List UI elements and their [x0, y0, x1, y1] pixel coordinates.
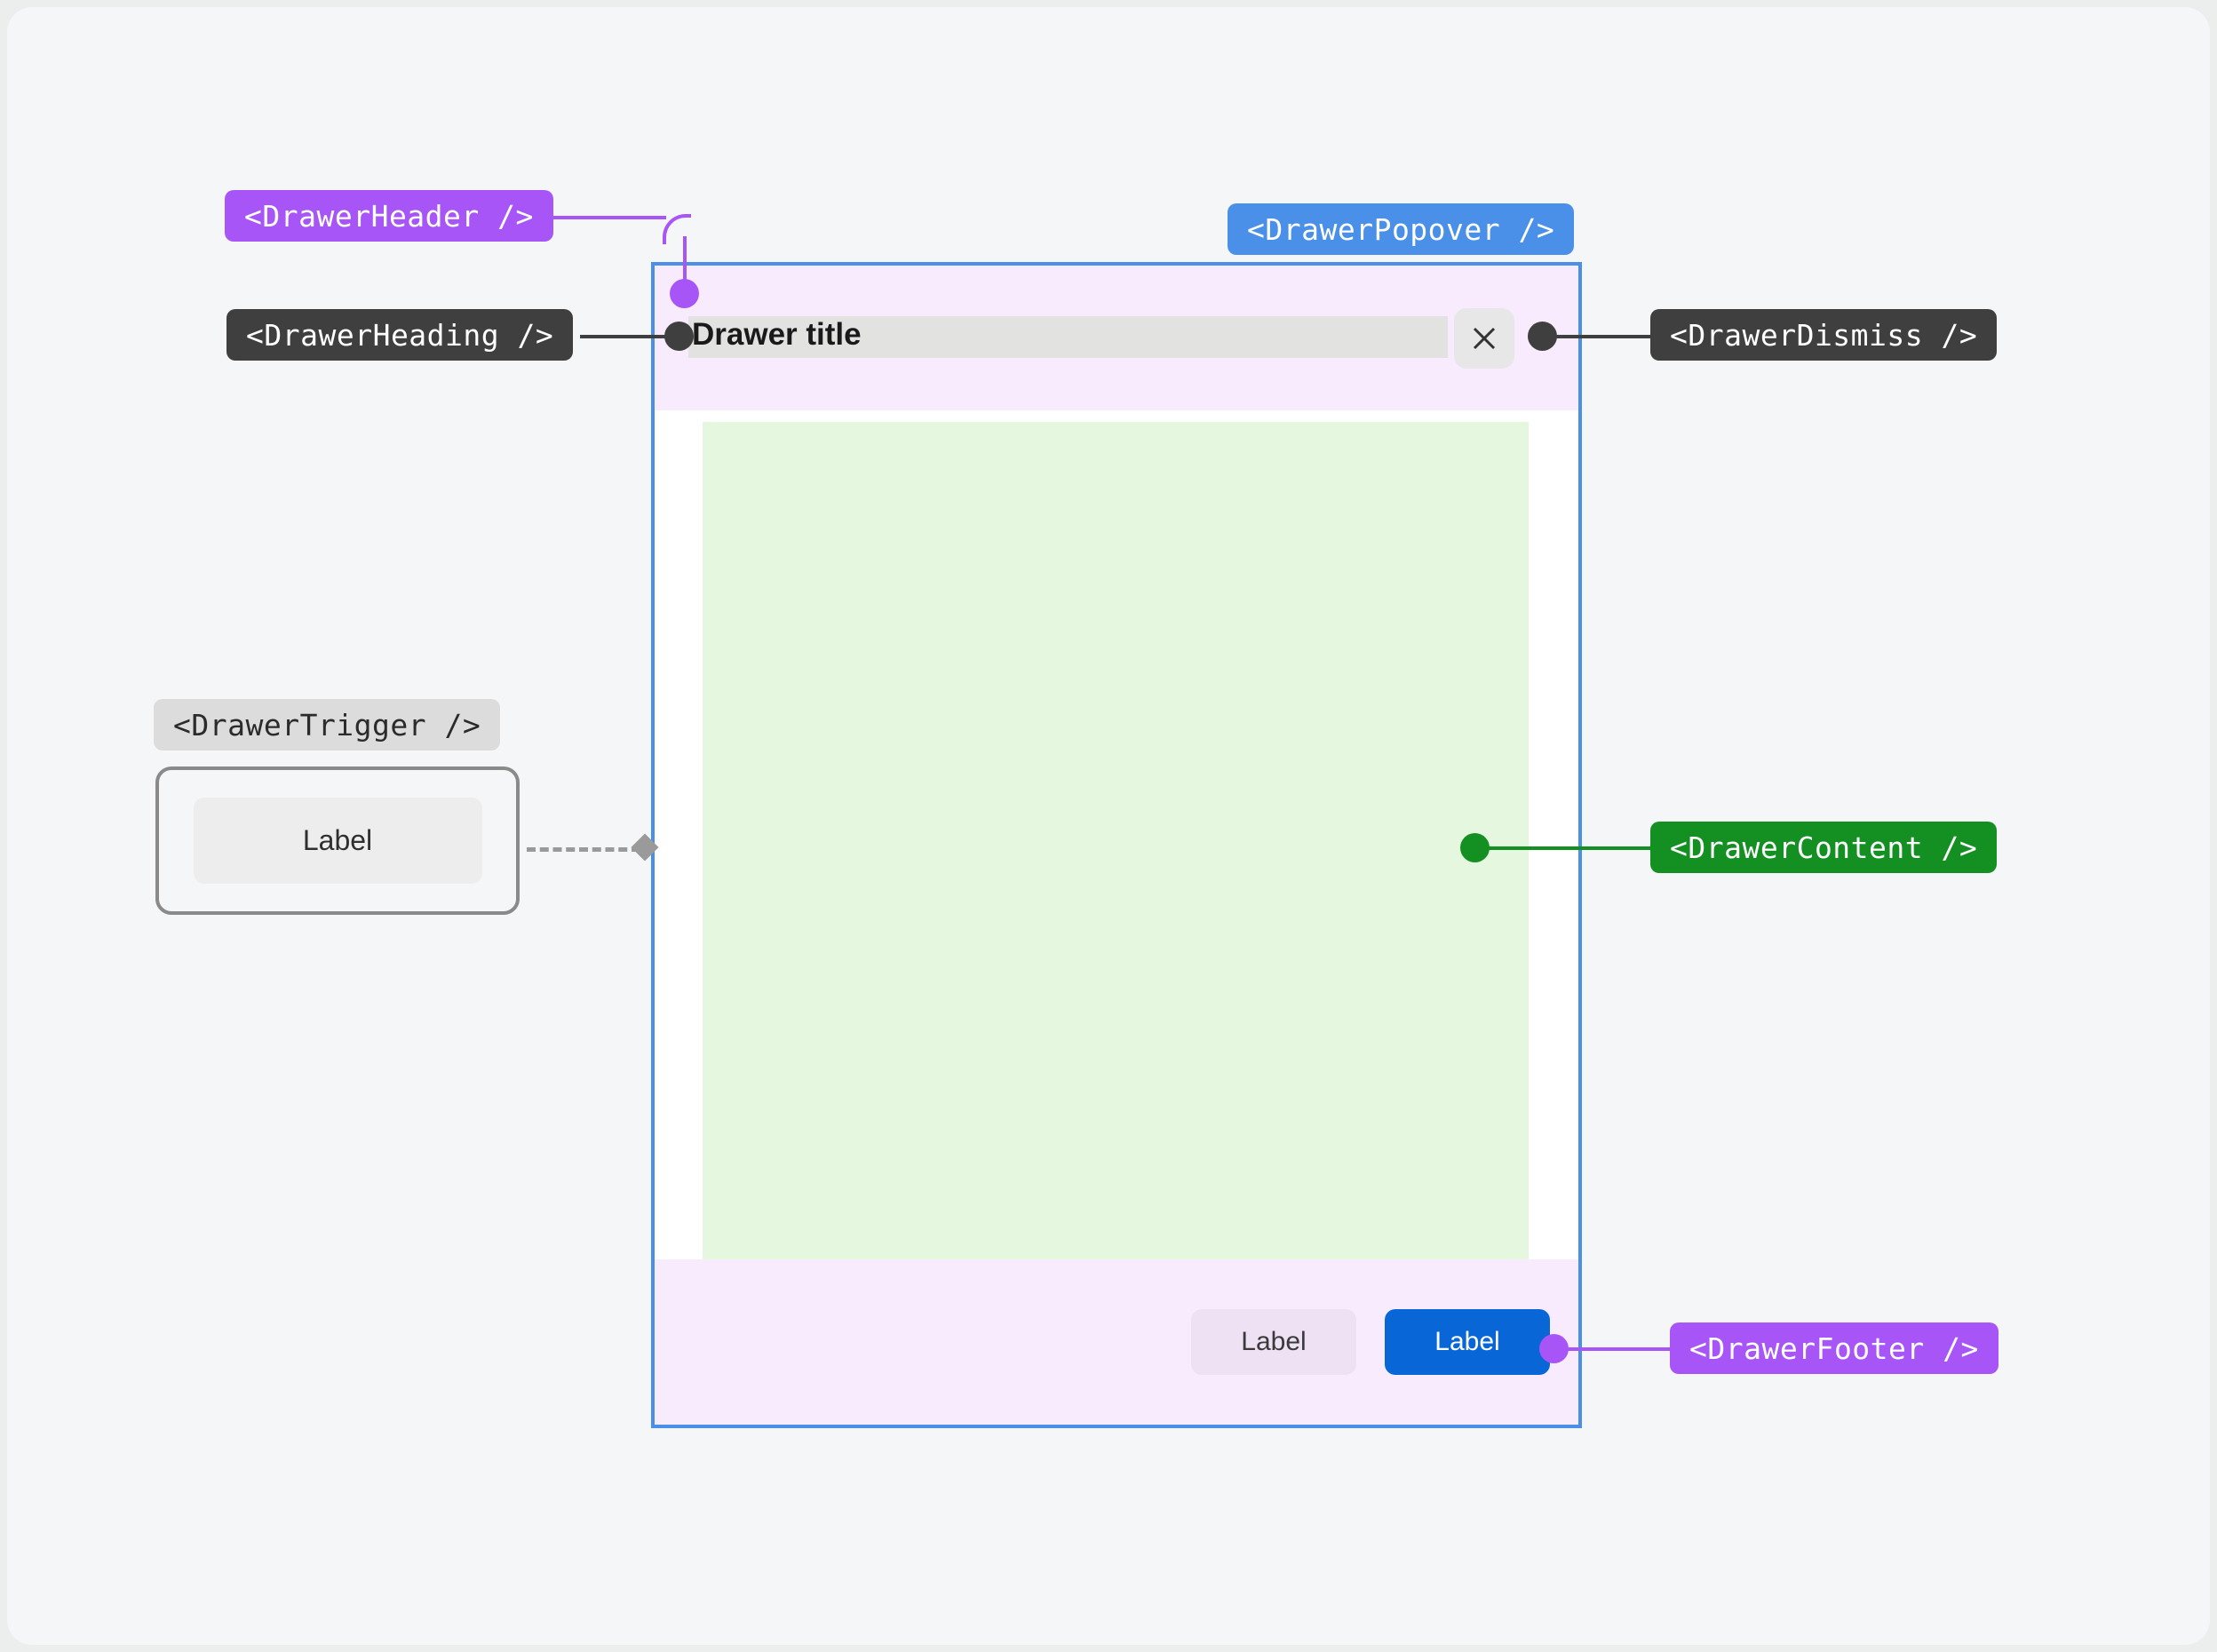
drawer-heading-connector-line — [580, 335, 678, 338]
drawer-header-connector-line — [549, 216, 666, 219]
annotation-drawer-header: <DrawerHeader /> — [225, 190, 553, 242]
drawer-content-connector-dot — [1460, 833, 1490, 862]
annotation-drawer-popover: <DrawerPopover /> — [1228, 203, 1575, 255]
drawer-trigger-button[interactable]: Label — [193, 798, 482, 884]
drawer-heading-connector-dot — [664, 322, 694, 351]
annotation-drawer-heading: <DrawerHeading /> — [226, 309, 574, 361]
annotation-drawer-footer: <DrawerFooter /> — [1670, 1322, 1998, 1374]
drawer-trigger-connector-line — [527, 847, 640, 852]
annotation-drawer-dismiss: <DrawerDismiss /> — [1650, 309, 1998, 361]
drawer-dismiss-button[interactable] — [1454, 308, 1514, 369]
drawer-header-connector-dot — [670, 279, 699, 308]
drawer-popover: Drawer title Label Label — [651, 262, 1582, 1428]
drawer-dismiss-connector-line — [1553, 335, 1652, 338]
drawer-dismiss-connector-dot — [1528, 322, 1557, 351]
drawer-footer-connector-line — [1564, 1347, 1680, 1351]
drawer-trigger-boundary: Label — [155, 766, 520, 915]
design-canvas: Drawer title Label Label Label <DrawerHe… — [7, 7, 2210, 1645]
annotation-drawer-content: <DrawerContent /> — [1650, 822, 1998, 873]
drawer-content-connector-line — [1486, 846, 1651, 850]
drawer-heading-band — [688, 316, 1448, 358]
close-icon — [1473, 327, 1496, 350]
drawer-header-connector-drop — [683, 236, 687, 291]
footer-secondary-button[interactable]: Label — [1191, 1309, 1356, 1375]
drawer-content — [703, 422, 1529, 1259]
drawer-heading: Drawer title — [692, 317, 862, 352]
annotation-drawer-trigger: <DrawerTrigger /> — [154, 699, 501, 751]
drawer-body — [655, 410, 1578, 1259]
drawer-header: Drawer title — [655, 266, 1578, 410]
footer-primary-button[interactable]: Label — [1385, 1309, 1550, 1375]
drawer-footer-connector-dot — [1539, 1334, 1569, 1363]
drawer-footer: Label Label — [655, 1259, 1578, 1425]
drawer-header-connector-corner — [663, 214, 691, 244]
